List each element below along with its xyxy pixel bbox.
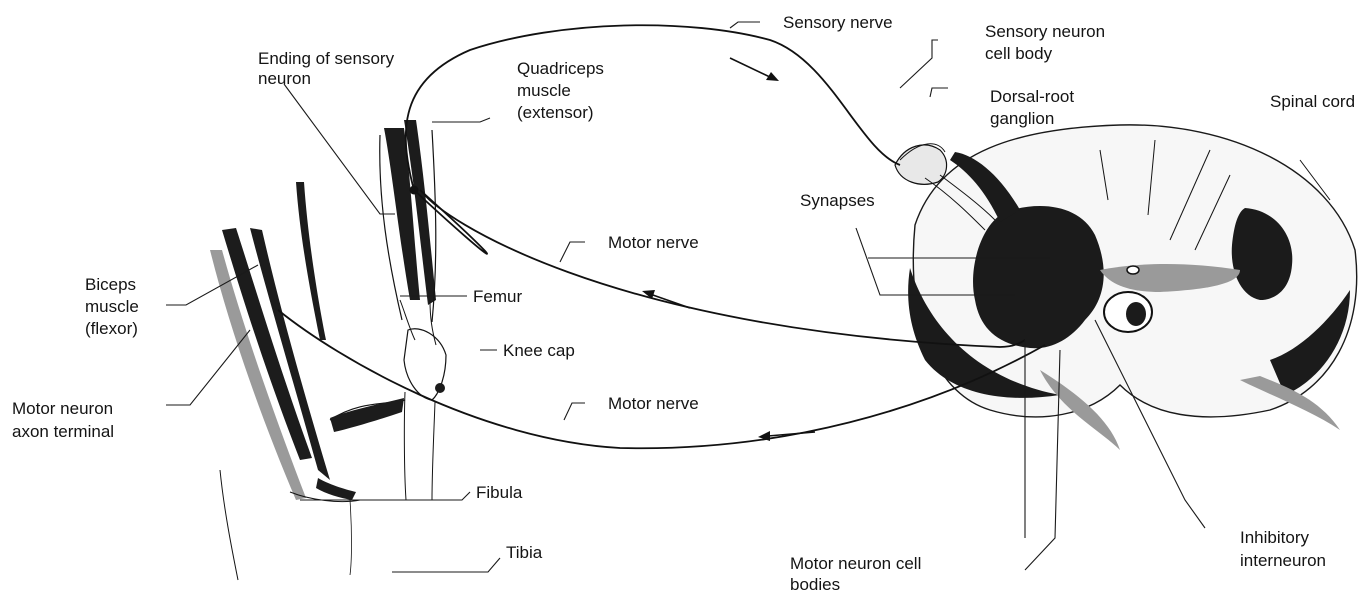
label-quadriceps-2: muscle xyxy=(517,81,571,100)
label-motor-cell-bodies-2: bodies xyxy=(790,575,840,594)
sensory-direction-arrow xyxy=(730,58,779,81)
label-tibia: Tibia xyxy=(506,543,543,562)
label-knee-cap: Knee cap xyxy=(503,341,575,360)
label-biceps-1: Biceps xyxy=(85,275,136,294)
label-spinal-cord: Spinal cord xyxy=(1270,92,1355,111)
label-motor-nerve-lower: Motor nerve xyxy=(608,394,699,413)
label-motor-cell-bodies-1: Motor neuron cell xyxy=(790,554,921,573)
motor-direction-arrow-upper xyxy=(642,290,690,308)
label-motor-nerve-upper: Motor nerve xyxy=(608,233,699,252)
label-quadriceps-3: (extensor) xyxy=(517,103,594,122)
label-synapses: Synapses xyxy=(800,191,875,210)
knee-cap xyxy=(404,329,446,400)
sensory-ending-dot xyxy=(410,186,419,195)
femur-bone xyxy=(400,300,436,345)
label-femur: Femur xyxy=(473,287,522,306)
spinal-cord xyxy=(908,125,1357,450)
label-sensory-nerve: Sensory nerve xyxy=(783,13,893,32)
label-motor-axon-2: axon terminal xyxy=(12,422,114,441)
label-motor-axon-1: Motor neuron xyxy=(12,399,113,418)
label-biceps-3: (flexor) xyxy=(85,319,138,338)
label-inhibitory-1: Inhibitory xyxy=(1240,528,1309,547)
label-sensory-cell-body-1: Sensory neuron xyxy=(985,22,1105,41)
label-inhibitory-2: interneuron xyxy=(1240,551,1326,570)
lower-leg-outline xyxy=(220,470,360,580)
label-dorsal-root-1: Dorsal-root xyxy=(990,87,1074,106)
label-sensory-cell-body-2: cell body xyxy=(985,44,1053,63)
tibia-fibula xyxy=(330,392,435,500)
label-quadriceps-1: Quadriceps xyxy=(517,59,604,78)
label-ending-sensory-1: Ending of sensory xyxy=(258,49,395,68)
label-biceps-2: muscle xyxy=(85,297,139,316)
biceps-muscle xyxy=(210,182,356,500)
label-dorsal-root-2: ganglion xyxy=(990,109,1054,128)
quadriceps-muscle xyxy=(380,120,436,322)
label-fibula: Fibula xyxy=(476,483,523,502)
label-ending-sensory-2: neuron xyxy=(258,69,311,88)
